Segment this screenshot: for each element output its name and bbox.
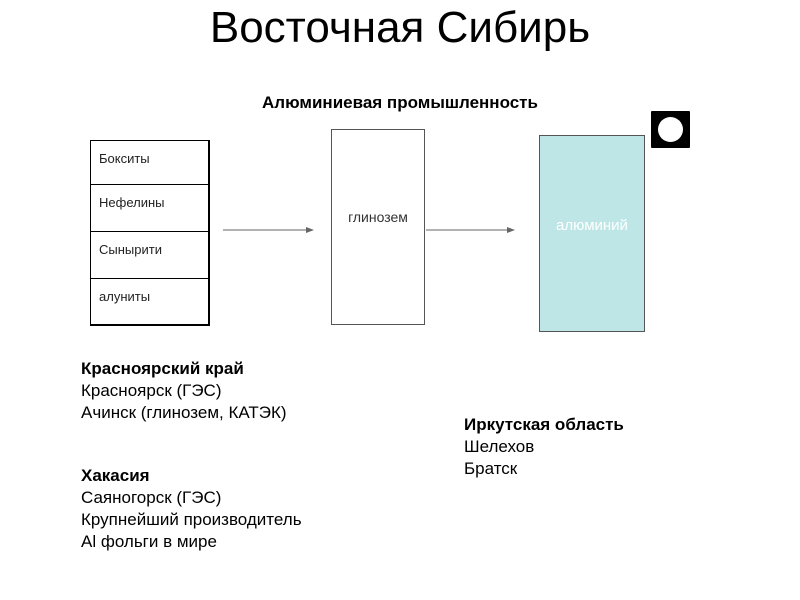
raw-materials-table: Бокситы Нефелины Сынырити алуниты — [90, 140, 210, 326]
region-heading: Иркутская область — [464, 415, 624, 434]
raw-material-row: Нефелины — [91, 185, 208, 232]
region-heading: Хакасия — [81, 466, 150, 485]
raw-material-row: Сынырити — [91, 232, 208, 279]
region-line: Шелехов — [464, 437, 535, 456]
raw-material-label: алуниты — [99, 289, 151, 304]
record-dot — [658, 117, 683, 142]
page-title: Восточная Сибирь — [209, 3, 591, 52]
region-line: Крупнейший производитель — [81, 510, 302, 529]
region-line: Братск — [464, 459, 518, 478]
alumina-label: глинозем — [348, 209, 408, 225]
aluminum-label: алюминий — [556, 217, 628, 234]
region-irkutsk: Иркутская область Шелехов Братск — [464, 414, 624, 480]
aluminum-box: алюминий — [539, 135, 645, 332]
raw-material-label: Сынырити — [99, 242, 162, 257]
region-line: Саяногорск (ГЭС) — [81, 488, 222, 507]
arrow-right-icon — [223, 227, 314, 233]
region-heading: Красноярский край — [81, 359, 244, 378]
region-line: Ачинск (глинозем, КАТЭК) — [81, 403, 287, 422]
alumina-box: глинозем — [331, 129, 425, 325]
region-krasnoyarsk: Красноярский край Красноярск (ГЭС) Ачинс… — [81, 358, 287, 424]
raw-material-row: Бокситы — [91, 141, 208, 185]
region-line: Красноярск (ГЭС) — [81, 381, 222, 400]
record-button-icon[interactable] — [651, 111, 690, 148]
region-line: Al фольги в мире — [81, 532, 217, 551]
region-khakassia: Хакасия Саяногорск (ГЭС) Крупнейший прои… — [81, 465, 302, 553]
raw-material-label: Нефелины — [99, 195, 165, 210]
raw-material-label: Бокситы — [99, 151, 150, 166]
diagram-subtitle: Алюминиевая промышленность — [262, 93, 538, 112]
arrow-right-icon — [426, 227, 515, 233]
raw-material-row: алуниты — [91, 279, 208, 325]
